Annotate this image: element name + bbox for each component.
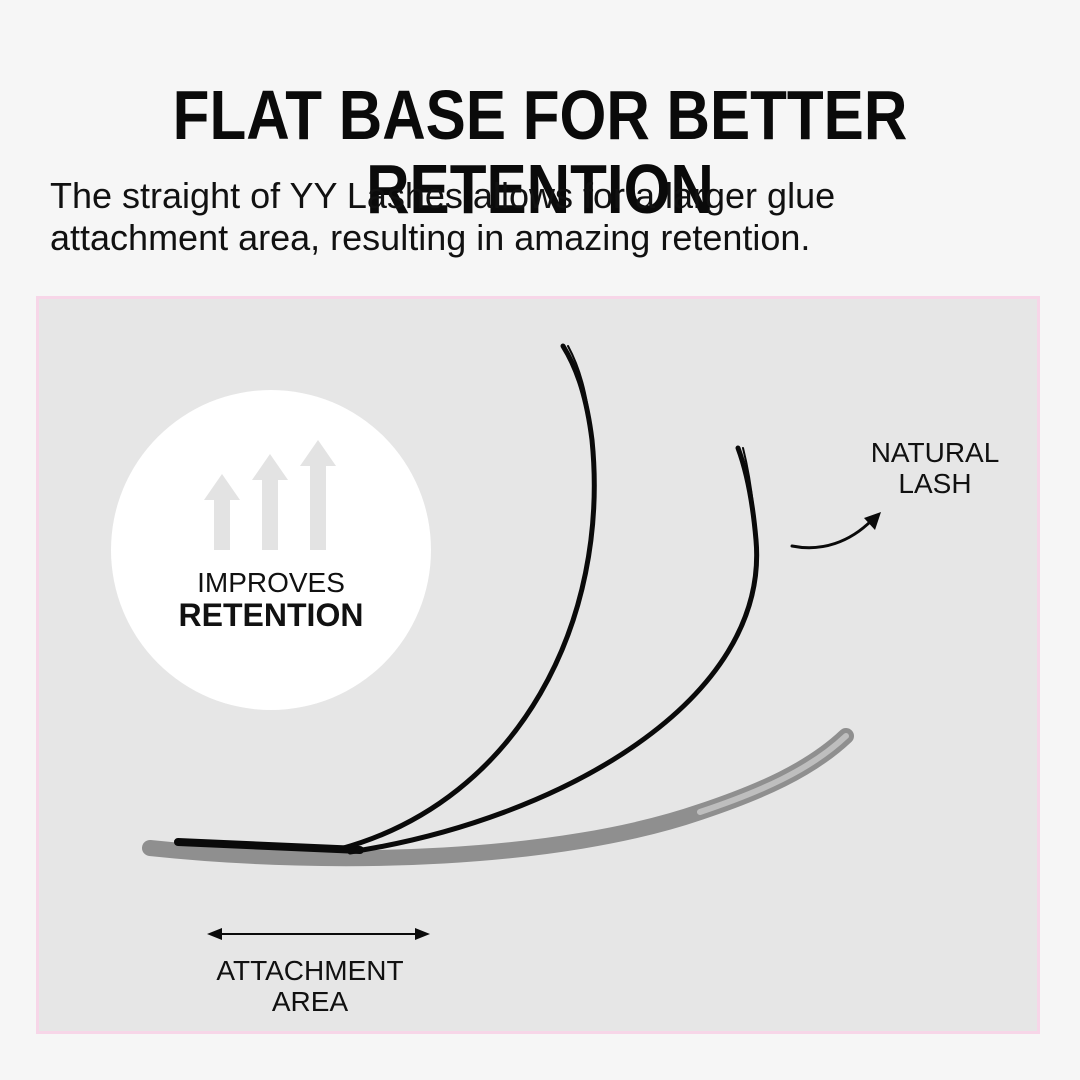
lash-strand-long [337, 343, 597, 852]
badge-line-2: RETENTION [178, 597, 364, 633]
natural-lash-label-line-1: NATURAL [870, 437, 1000, 468]
up-arrows-icon [204, 440, 336, 550]
lash-strand-short [347, 445, 760, 855]
pointer-arrowhead-icon [864, 512, 881, 530]
badge-line-1: IMPROVES [197, 567, 345, 598]
natural-lash-label: NATURAL LASH [840, 437, 1030, 499]
natural-lash-label-line-2: LASH [898, 468, 972, 499]
lash-flat-base [174, 838, 364, 854]
description: The straight of YY Lashes allows for a l… [50, 175, 1030, 259]
attachment-area-label-line-2: AREA [271, 986, 349, 1017]
description-line-1: The straight of YY Lashes allows for a l… [50, 175, 836, 216]
natural-lash-pointer-arrow [790, 518, 874, 550]
description-line-2: attachment area, resulting in amazing re… [50, 217, 811, 258]
retention-badge-text: IMPROVES RETENTION [110, 567, 432, 633]
page-title: FLAT BASE FOR BETTER RETENTION [172, 76, 908, 228]
attachment-area-label-line-1: ATTACHMENT [216, 955, 404, 986]
attachment-area-label: ATTACHMENT AREA [190, 955, 430, 1017]
attachment-area-double-arrow [207, 928, 430, 940]
